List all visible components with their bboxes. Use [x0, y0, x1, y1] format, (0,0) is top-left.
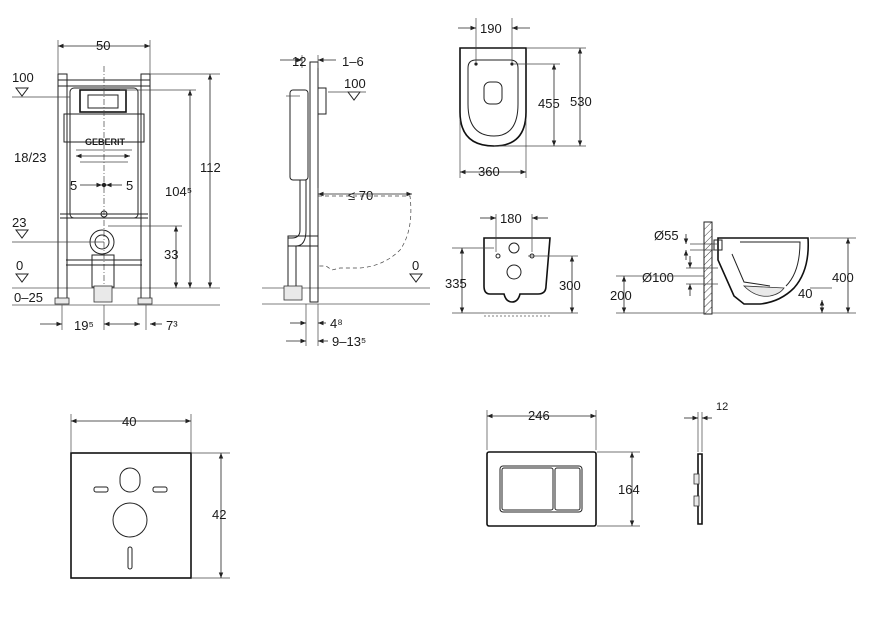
bowl-outer-length: 530: [570, 94, 592, 109]
insulation-pad-view: 40 42: [70, 414, 230, 579]
bowl-section-view: Ø55 Ø100 200 400 40: [610, 221, 856, 315]
side-bowl-reach: ≤ 70: [348, 188, 373, 203]
section-inlet-diameter: Ø55: [654, 228, 679, 243]
actuator-plate-view: 246 164 12: [486, 401, 728, 527]
bowl-height-inner: 300: [559, 278, 581, 293]
pad-width: 40: [122, 414, 136, 429]
frame-foot-spacing: 19⁵: [74, 318, 94, 333]
plate-width: 246: [528, 408, 550, 423]
frame-height-mount: 104⁵: [165, 184, 192, 199]
frame-level-zero: 0: [16, 258, 23, 273]
side-bottom-depth: 4⁸: [330, 316, 343, 331]
side-level-top: 100: [344, 76, 366, 91]
section-depth: 40: [798, 286, 812, 301]
side-depth-range: 1–6: [342, 54, 364, 69]
frame-level-drain: 23: [12, 215, 26, 230]
section-height-outlet: 200: [610, 288, 632, 303]
bowl-inner-length: 455: [538, 96, 560, 111]
frame-offset-right: 5: [126, 178, 133, 193]
frame-foot-offset: 7³: [166, 318, 178, 333]
side-bottom-range: 9–13⁵: [332, 334, 366, 349]
pad-height: 42: [212, 507, 226, 522]
frame-floor-range: 0–25: [14, 290, 43, 305]
frame-actuator-spacing: 18/23: [14, 150, 47, 165]
bowl-width: 360: [478, 164, 500, 179]
frame-height-total: 112: [200, 160, 221, 175]
bowl-seat-width: 190: [480, 21, 502, 36]
frame-level-top: 100: [12, 70, 34, 85]
bowl-top-view: 190 455 530 360: [458, 18, 592, 179]
frame-width-dim: 50: [96, 38, 110, 53]
bowl-height-outer: 335: [445, 276, 467, 291]
brand-label: GEBERIT: [85, 137, 126, 147]
plate-height: 164: [618, 482, 640, 497]
side-level-zero: 0: [412, 258, 419, 273]
bowl-bolt-spacing: 180: [500, 211, 522, 226]
frame-drain-height: 33: [164, 247, 178, 262]
bowl-front-view: 180 335 300: [445, 211, 581, 317]
section-height-total: 400: [832, 270, 854, 285]
frame-front-view: GEBERIT 50 100 112 104: [12, 38, 221, 333]
frame-side-view: 12 1–6 100 ≤ 70 0 4⁸ 9–13⁵: [262, 54, 430, 349]
section-outlet-diameter: Ø100: [642, 270, 674, 285]
side-depth-top: 12: [292, 54, 306, 69]
frame-offset-left: 5: [70, 178, 77, 193]
plate-thickness: 12: [716, 401, 728, 413]
